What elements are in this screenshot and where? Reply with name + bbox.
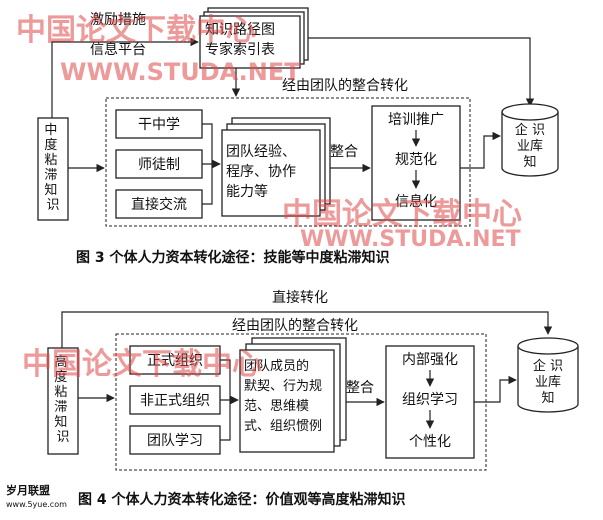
svg-text:范、思维模: 范、思维模: [244, 399, 309, 414]
source-to-docs-arrow: [51, 37, 199, 118]
svg-text:程序、协作: 程序、协作: [226, 164, 296, 180]
svg-text:师徒制: 师徒制: [138, 157, 180, 173]
stage-org-learning: 组织学习: [402, 392, 458, 408]
figure-4-caption: 图 4 个体人力资本转化途径：价值观等高度粘滞知识: [78, 491, 406, 508]
watermark-group: 中国论文下载中心 WWW.STUDA.NET 中国论文下载中心 WWW.STUD…: [16, 13, 522, 382]
doc-stack-line-1: 知识路径图: [205, 21, 275, 38]
team-integration-label: 经由团队的整合转化: [282, 78, 408, 94]
stages-to-db-arrow: [460, 131, 501, 169]
svg-text:干中学: 干中学: [138, 117, 180, 133]
svg-text:业库: 业库: [535, 374, 561, 390]
method-team-learning: [129, 425, 221, 455]
svg-text:业库: 业库: [517, 138, 543, 154]
stage-training: 培训推广: [388, 112, 444, 128]
watermark-title-1: 中国论文下载中心: [16, 13, 256, 48]
site-logo-name: 岁月联盟: [6, 484, 50, 497]
team-members-stack: 团队成员的 默契、行为规 范、思维模 式、组织惯例: [239, 337, 347, 453]
svg-text:团队经验、: 团队经验、: [226, 144, 296, 160]
incentive-label: 激励措施: [90, 11, 146, 28]
svg-text:团队学习: 团队学习: [147, 433, 203, 449]
method-mentorship: [115, 149, 203, 179]
method-boxes: 干中学 师徒制 直接交流: [115, 109, 203, 219]
watermark-url-2: WWW.STUDA.NET: [300, 227, 521, 252]
stage-internal-strengthen: 内部强化: [402, 352, 458, 368]
stages-box-4: [385, 345, 475, 459]
stage-standardize: 规范化: [395, 151, 437, 168]
watermark-title-3: 中国论文下载中心: [22, 347, 262, 382]
stages-box-3: [371, 105, 461, 221]
direct-conversion-label: 直接转化: [272, 289, 328, 306]
source-box: [37, 117, 69, 221]
team-container: [105, 97, 471, 227]
integrate-label-3: 整合: [330, 144, 358, 160]
svg-text:知: 知: [541, 390, 554, 406]
source-label-4: 高 度 粘 滞 知 识: [54, 354, 71, 445]
svg-text:企 识: 企 识: [533, 358, 563, 374]
stages-to-db-arrow-4: [474, 375, 517, 403]
team-integration-label-4: 经由团队的整合转化: [232, 318, 358, 334]
svg-text:直接交流: 直接交流: [131, 196, 187, 213]
site-logo: 岁月联盟 www.5yue.com: [6, 484, 67, 512]
source-label: 中 度 粘 滞 知 识: [44, 123, 61, 213]
svg-text:企 识: 企 识: [515, 122, 545, 138]
method-boxes-4: 正式组织 非正式组织 团队学习: [129, 345, 221, 455]
enterprise-knowledge-db-4: 企 识 业库 知: [517, 337, 579, 413]
figure-3: 激励措施 信息平台 知识路径图 专家索引表 经由团队的整合转化 中 度 粘 滞 …: [37, 7, 559, 266]
watermark-url-1: WWW.STUDA.NET: [60, 58, 301, 86]
svg-text:式、组织惯例: 式、组织惯例: [244, 418, 322, 434]
svg-text:正式组织: 正式组织: [147, 353, 203, 369]
site-logo-url: www.5yue.com: [6, 500, 67, 509]
figure-3-caption: 图 3 个体人力资本转化途径：技能等中度粘滞知识: [76, 249, 390, 266]
watermark-title-2: 中国论文下载中心: [282, 197, 522, 232]
method-do-learn: [115, 109, 203, 139]
integrate-label-4: 整合: [346, 380, 374, 396]
team-experience-stack: 团队经验、 程序、协作 能力等: [221, 117, 331, 217]
svg-text:非正式组织: 非正式组织: [140, 393, 210, 409]
stage-personalize: 个性化: [409, 434, 451, 450]
svg-text:能力等: 能力等: [226, 183, 268, 200]
svg-text:团队成员的: 团队成员的: [244, 358, 309, 374]
figure-4: 直接转化 经由团队的整合转化 高 度 粘 滞 知 识 正式组织 非正式组织 团队…: [47, 289, 579, 508]
info-platform-label: 信息平台: [90, 41, 146, 58]
svg-text:默契、行为规: 默契、行为规: [244, 378, 322, 394]
stage-informatize: 信息化: [395, 193, 437, 210]
method-informal-org: [129, 385, 221, 415]
knowledge-map-doc-stack: 知识路径图 专家索引表: [199, 7, 309, 69]
docs-to-db-arrow: [308, 37, 535, 107]
direct-conversion-arrow: [61, 311, 553, 348]
svg-text:知: 知: [523, 154, 536, 170]
doc-stack-line-2: 专家索引表: [205, 41, 275, 58]
enterprise-knowledge-db-3: 企 识 业库 知: [501, 103, 559, 177]
source-box-4: [47, 347, 79, 455]
